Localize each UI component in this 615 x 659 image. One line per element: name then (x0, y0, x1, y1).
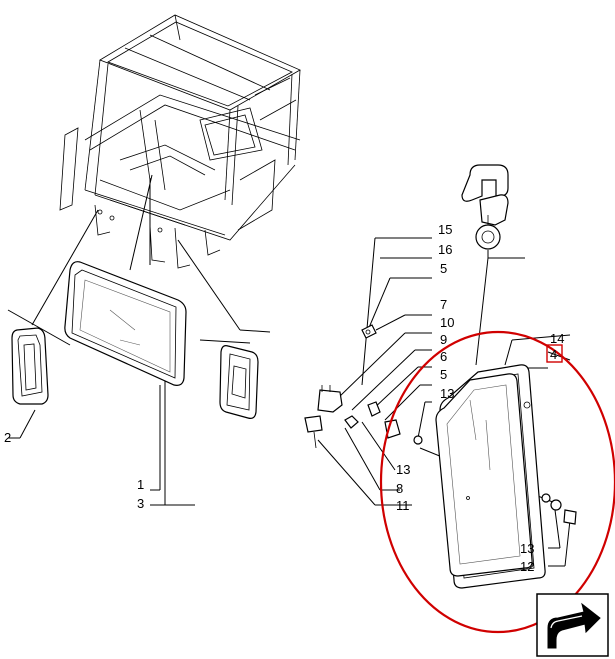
callout-4-highlight-box (546, 344, 563, 363)
callout-13-mid: 13 (396, 462, 410, 477)
cab-frame-illustration (59, 14, 301, 269)
left-leader-lines (7, 174, 271, 506)
callout-4: 4 (550, 347, 557, 362)
callout-5-lower: 5 (440, 367, 447, 382)
callout-1: 1 (137, 477, 144, 492)
callout-7: 7 (440, 297, 447, 312)
callout-12: 12 (520, 559, 534, 574)
seal-profile-part (461, 164, 509, 250)
callout-8: 8 (396, 481, 403, 496)
highlight-ellipse (379, 330, 615, 634)
door-window-part (435, 364, 546, 589)
callout-14: 14 (550, 331, 564, 346)
callout-3: 3 (137, 496, 144, 511)
next-page-arrow-icon[interactable] (536, 593, 609, 657)
callout-13-bottom: 13 (520, 541, 534, 556)
callout-10: 10 (440, 315, 454, 330)
callout-11: 11 (396, 498, 410, 513)
side-window-left-part (11, 327, 49, 405)
callout-13-top: 13 (440, 386, 454, 401)
callout-6: 6 (440, 349, 447, 364)
rear-window-part (64, 261, 187, 386)
callout-15: 15 (438, 222, 452, 237)
callout-5-upper: 5 (440, 261, 447, 276)
callout-16: 16 (438, 242, 452, 257)
callout-2: 2 (4, 430, 11, 445)
side-window-right-part (219, 345, 259, 419)
callout-9: 9 (440, 332, 447, 347)
callout-labels: 2 1 3 15 16 5 7 10 9 6 5 13 14 4 13 8 11… (4, 222, 564, 574)
right-leader-lines (317, 237, 571, 567)
